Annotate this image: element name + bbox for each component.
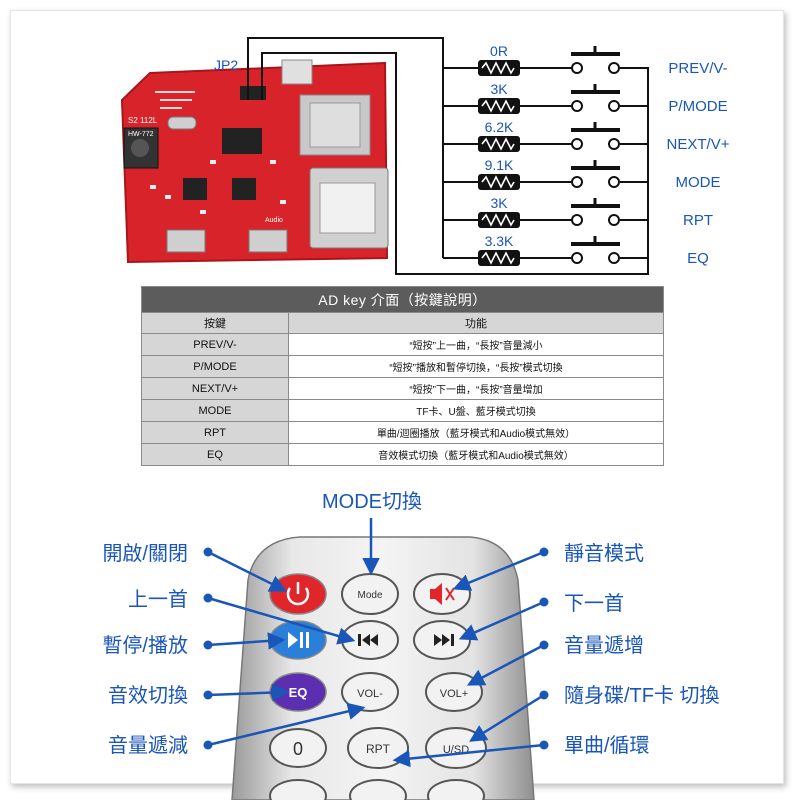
jp2-wires <box>247 37 649 275</box>
table-function: 音效模式切換（藍牙模式和Audio模式無效） <box>288 443 664 466</box>
key-name: MODE <box>676 174 721 191</box>
table-key: P/MODE <box>141 355 289 378</box>
table-key: EQ <box>141 443 289 466</box>
key-name: EQ <box>687 250 709 267</box>
key-name: NEXT/V+ <box>667 136 730 153</box>
key-name: P/MODE <box>668 98 727 115</box>
table-key: RPT <box>141 421 289 444</box>
table-title: AD key 介面（按鍵說明） <box>141 286 664 313</box>
resistor-value: 3.3K <box>485 233 514 249</box>
table-header-key: 按鍵 <box>141 312 289 334</box>
key-row: 0R PREV/V- <box>443 43 728 77</box>
board-audio-label: Audio <box>265 217 283 224</box>
table-function: 單曲/迴圈播放（藍牙模式和Audio模式無效） <box>288 421 664 444</box>
board-chip-label: S2 112L <box>128 116 158 125</box>
table-key: PREV/V- <box>141 333 289 356</box>
key-name: RPT <box>683 212 713 229</box>
resistor-value: 3K <box>490 81 508 97</box>
table-key: NEXT/V+ <box>141 377 289 400</box>
table-row: P/MODE“短按”播放和暫停切換，“長按”模式切換 <box>141 355 664 378</box>
resistor-value: 0R <box>490 43 508 59</box>
resistor-value: 6.2K <box>485 119 514 135</box>
table-header-function: 功能 <box>288 312 664 334</box>
resistor-value: 3K <box>490 195 508 211</box>
key-row: 3K RPT <box>443 195 713 229</box>
resistor-ladder: 0R PREV/V- 3K P/MODE 6.2K NEXT/V+ 9.1K MODE 3K RP… <box>443 43 730 267</box>
table-function: “短按”上一曲，“長按”音量減小 <box>288 333 664 356</box>
table-key: MODE <box>141 399 289 422</box>
ad-key-table: AD key 介面（按鍵說明） 按鍵 功能 PREV/V-“短按”上一曲，“長按… <box>141 286 664 466</box>
board-model-label: HW-772 <box>128 131 154 138</box>
pcb-board: S2 112L HW-772 Audio <box>120 59 389 264</box>
jp2-label: JP2 <box>214 57 238 73</box>
table-row: PREV/V-“短按”上一曲，“長按”音量減小 <box>141 333 664 356</box>
table-row: NEXT/V+“短按”下一曲，“長按”音量增加 <box>141 377 664 400</box>
key-row: 6.2K NEXT/V+ <box>443 119 730 153</box>
key-row: 3K P/MODE <box>443 81 728 115</box>
key-row: 3.3K EQ <box>443 233 709 267</box>
table-function: “短按”下一曲，“長按”音量增加 <box>288 377 664 400</box>
key-name: PREV/V- <box>668 60 727 77</box>
table-function: TF卡、U盤、藍牙模式切換 <box>288 399 664 422</box>
table-function: “短按”播放和暫停切換，“長按”模式切換 <box>288 355 664 378</box>
resistor-value: 9.1K <box>485 157 514 173</box>
key-row: 9.1K MODE <box>443 157 721 191</box>
